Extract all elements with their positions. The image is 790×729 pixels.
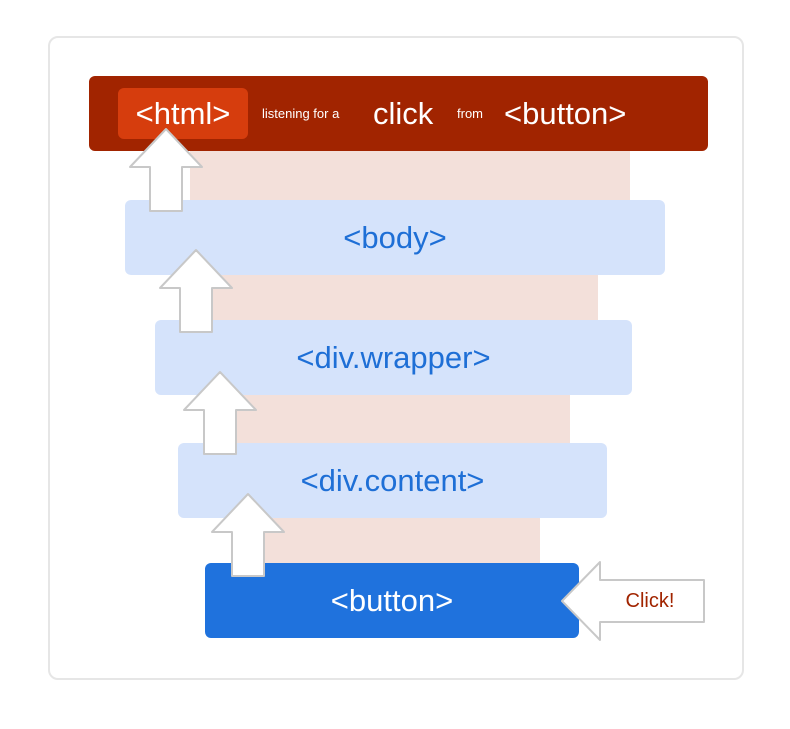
body-layer-label: <body>: [343, 219, 447, 255]
band-content-button: [255, 516, 540, 566]
wrapper-layer-label: <div.wrapper>: [296, 339, 491, 375]
left-arrow-icon: [561, 561, 705, 641]
html-caption-listening: listening for a: [262, 106, 340, 121]
wrapper-layer: <div.wrapper>: [155, 320, 632, 395]
up-arrow-icon: [129, 128, 203, 212]
button-layer[interactable]: <button>: [205, 563, 579, 638]
click-label: Click!: [625, 589, 675, 612]
html-caption-click: click: [373, 95, 434, 131]
up-arrow-icon: [159, 249, 233, 333]
button-layer-label: <button>: [330, 582, 454, 618]
html-caption-target: <button>: [504, 95, 627, 131]
html-layer: <html> listening for a click from <butto…: [89, 76, 708, 151]
up-arrow-icon: [183, 371, 257, 455]
band-wrapper-content: [232, 394, 570, 444]
content-layer-label: <div.content>: [300, 462, 485, 498]
up-arrow-icon: [211, 493, 285, 577]
body-layer: <body>: [125, 200, 665, 275]
band-html-body: [190, 150, 630, 202]
html-tag-label: <html>: [118, 88, 248, 139]
band-body-wrapper: [210, 274, 598, 322]
html-caption-from: from: [457, 106, 483, 121]
